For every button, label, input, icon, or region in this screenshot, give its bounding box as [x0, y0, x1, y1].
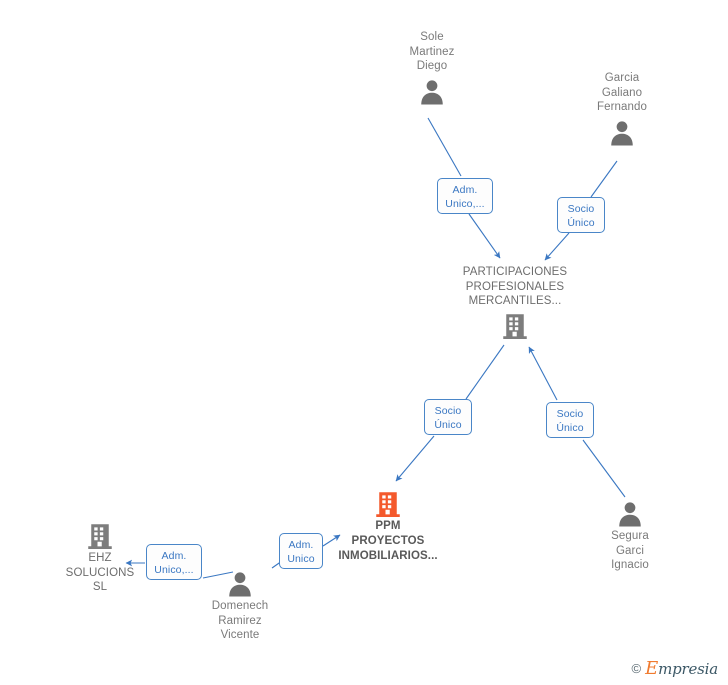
edge-label-to-ppm [395, 435, 435, 482]
edge-participaciones-to-label-ppm [465, 344, 505, 400]
node-company-ehz-solucions-sl[interactable]: EHZ SOLUCIONS SL [40, 521, 160, 597]
building-icon [503, 313, 527, 339]
edge-label-socio-to-participaciones [544, 232, 570, 261]
brand-name: Empresia [645, 658, 718, 679]
person-icon [611, 120, 633, 145]
node-label: Garcia Galiano Fernando [596, 72, 648, 113]
person-icon [421, 79, 443, 104]
edge-garcia-to-label [590, 160, 618, 198]
edge-label-adm-unico-ehz[interactable]: Adm. Unico,... [146, 544, 202, 580]
edge-label-socio-unico-garcia[interactable]: Socio Único [557, 197, 605, 233]
copyright-icon: © [631, 661, 642, 676]
node-person-sole-martinez-diego[interactable]: Sole Martinez Diego [372, 30, 492, 107]
building-icon [88, 524, 112, 549]
brand-rest: mpresia [658, 660, 718, 678]
node-label: Domenech Ramirez Vicente [211, 600, 269, 641]
node-label: Sole Martinez Diego [409, 31, 455, 72]
edge-label-socio-unico-ppm[interactable]: Socio Único [424, 399, 472, 435]
edge-label-socio-unico-segura[interactable]: Socio Único [546, 402, 594, 438]
edge-label-adm-unico-ppm[interactable]: Adm. Unico [279, 533, 323, 569]
node-label: Segura Garci Ignacio [611, 530, 649, 571]
node-company-participaciones-profesionales-mercantiles[interactable]: PARTICIPACIONES PROFESIONALES MERCANTILE… [430, 265, 600, 341]
node-person-segura-garci-ignacio[interactable]: Segura Garci Ignacio [570, 499, 690, 576]
node-label: PPM PROYECTOS INMOBILIARIOS... [338, 520, 438, 562]
edge-label-adm-unico-sole[interactable]: Adm. Unico,... [437, 178, 493, 214]
edge-label-socio-segura-to-participaciones [528, 346, 558, 401]
edge-sole-to-label [427, 117, 462, 177]
watermark-empresia: © Empresia [631, 658, 719, 679]
building-icon-highlighted [376, 492, 400, 517]
node-person-garcia-galiano-fernando[interactable]: Garcia Galiano Fernando [562, 71, 682, 148]
person-icon [229, 572, 251, 597]
edge-segura-to-label [582, 439, 626, 498]
node-label: EHZ SOLUCIONS SL [65, 552, 135, 593]
node-person-domenech-ramirez-vicente[interactable]: Domenech Ramirez Vicente [180, 569, 300, 646]
edge-label-to-participaciones [468, 213, 501, 259]
person-icon [619, 502, 641, 527]
brand-initial: E [645, 658, 659, 679]
node-label: PARTICIPACIONES PROFESIONALES MERCANTILE… [462, 266, 568, 307]
node-company-ppm-proyectos-inmobiliarios[interactable]: PPM PROYECTOS INMOBILIARIOS... [313, 489, 463, 564]
